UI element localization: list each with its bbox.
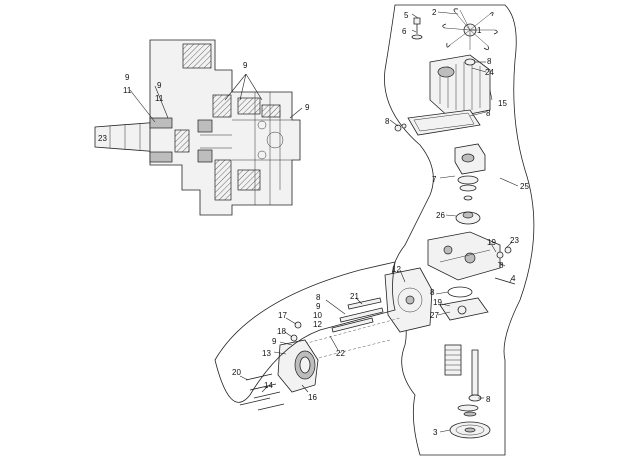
callout-27: 27 bbox=[430, 311, 439, 320]
callout-26: 26 bbox=[436, 211, 445, 220]
callout-17: 17 bbox=[278, 311, 287, 320]
cooling-fan bbox=[442, 8, 498, 50]
callout-7: 7 bbox=[432, 175, 437, 184]
callout-2: 2 bbox=[432, 8, 437, 17]
callout-21: 21 bbox=[350, 292, 359, 301]
callout-9-b: 9 bbox=[272, 337, 277, 346]
callout-12-b: 12 bbox=[313, 320, 322, 329]
callout-3: 3 bbox=[433, 428, 438, 437]
callout-13: 13 bbox=[262, 349, 271, 358]
assembly-outline-25 bbox=[384, 4, 535, 456]
callout-23: 23 bbox=[510, 236, 519, 245]
callout-18: 18 bbox=[277, 327, 286, 336]
callout-9-a: 9 bbox=[316, 302, 321, 311]
callout-5: 5 bbox=[404, 11, 409, 20]
callout-10: 10 bbox=[313, 311, 322, 320]
callout-19-b: 19 bbox=[433, 298, 442, 307]
callout-22: 22 bbox=[336, 349, 345, 358]
callout-19-a: 19 bbox=[487, 238, 496, 247]
callout-8-e: 8 bbox=[430, 288, 435, 297]
callout-16: 16 bbox=[308, 393, 317, 402]
section-callout-9-a: 9 bbox=[125, 73, 130, 82]
section-callout-9-b: 9 bbox=[157, 81, 162, 90]
section-callout-23: 23 bbox=[98, 134, 107, 143]
callout-8-g: 8 bbox=[486, 395, 491, 404]
callout-25: 25 bbox=[520, 182, 529, 191]
section-callout-11-a: 11 bbox=[123, 86, 132, 95]
callout-8-a: 8 bbox=[487, 57, 492, 66]
cross-section-view bbox=[94, 39, 303, 216]
section-callout-9-c: 9 bbox=[243, 61, 248, 70]
callout-14: 14 bbox=[264, 381, 273, 390]
end-cap-16 bbox=[277, 339, 319, 393]
callout-8-d: 8 bbox=[499, 261, 504, 270]
callout-8-b: 8 bbox=[385, 117, 390, 126]
section-callout-9-d: 9 bbox=[305, 103, 310, 112]
callout-12: 12 bbox=[392, 265, 401, 274]
section-callout-11-b: 11 bbox=[155, 94, 164, 103]
callout-15: 15 bbox=[498, 99, 507, 108]
callout-20: 20 bbox=[232, 368, 241, 377]
callout-8-f: 8 bbox=[316, 293, 321, 302]
motor-assembly bbox=[429, 54, 491, 119]
callout-4: 4 bbox=[511, 274, 516, 283]
callout-6: 6 bbox=[402, 27, 407, 36]
callout-24: 24 bbox=[485, 68, 494, 77]
callout-1: 1 bbox=[477, 26, 482, 35]
callout-8-c: 8 bbox=[486, 109, 491, 118]
